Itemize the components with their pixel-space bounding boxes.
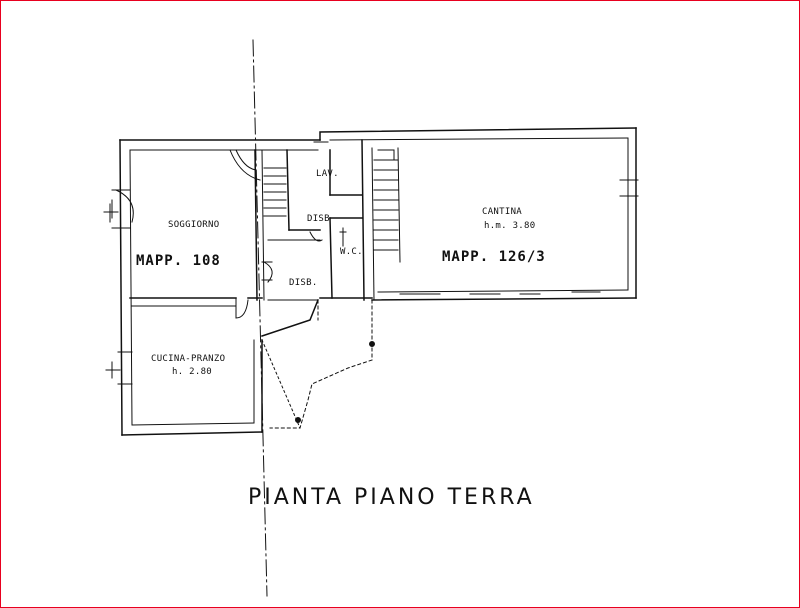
label-cucina-height: h. 2.80 (172, 367, 213, 377)
label-mapp-126: MAPP. 126/3 (442, 249, 546, 265)
label-mapp-108: MAPP. 108 (136, 253, 221, 269)
label-cucina-pranzo: CUCINA-PRANZO (151, 354, 226, 364)
outer-walls-right (319, 127, 637, 301)
interior-walls (129, 149, 373, 337)
label-disb-upper: DISB (307, 214, 330, 224)
doors-and-windows (103, 141, 639, 385)
label-wc: W.C. (340, 247, 363, 257)
stairs-right (373, 149, 399, 251)
label-cantina: CANTINA (482, 207, 523, 217)
stairs-left (229, 149, 287, 217)
label-disb-lower: DISB. (289, 278, 318, 288)
plan-title: PIANTA PIANO TERRA (248, 485, 535, 510)
section-axis-line (252, 39, 268, 597)
entrance-portico (261, 299, 375, 429)
label-cantina-height: h.m. 3.80 (484, 221, 536, 231)
label-soggiorno: SOGGIORNO (168, 220, 220, 230)
label-lav: LAV. (316, 169, 339, 179)
